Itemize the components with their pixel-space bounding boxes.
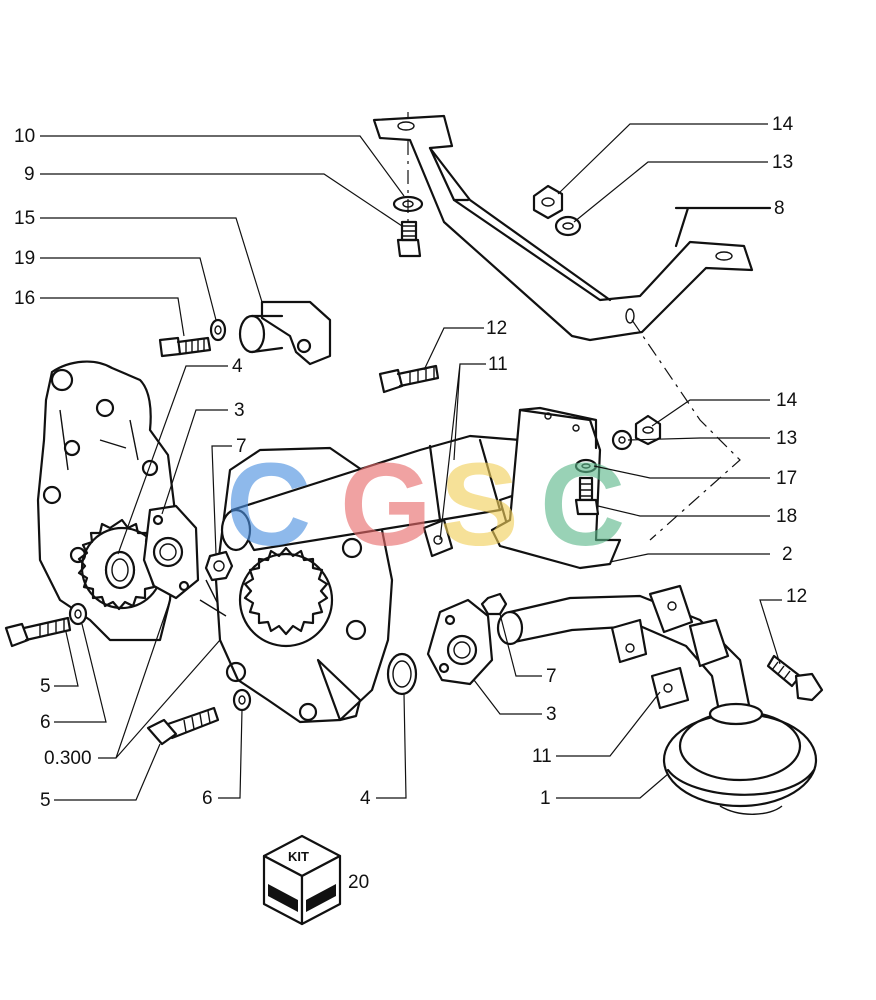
watermark-logo: C G S C (226, 439, 625, 571)
callout-3-upper: 3 (234, 400, 245, 421)
callout-7-lower: 7 (546, 666, 557, 687)
callout-18: 18 (776, 506, 797, 527)
callout-3-lower: 3 (546, 704, 557, 725)
washer-6-lower (232, 688, 252, 712)
gasket-3-lower (426, 598, 494, 686)
watermark-letter-3: S (440, 439, 519, 571)
pump-flange-2 (490, 406, 622, 570)
callout-12-upper: 12 (486, 318, 507, 339)
watermark-letter-4: C (540, 439, 625, 571)
watermark-letter-2: G (340, 439, 432, 571)
washer-6-upper (68, 602, 88, 626)
flange-fitting-15 (238, 300, 332, 366)
callout-10: 10 (14, 126, 35, 147)
bolt-18 (574, 476, 600, 516)
gasket-4-lower (386, 652, 418, 696)
bolt-16 (158, 336, 212, 358)
callout-8: 8 (774, 198, 785, 219)
nut-14-upper (532, 184, 564, 220)
kit-box-icon: KIT (262, 834, 342, 926)
kit-label: KIT (288, 849, 309, 864)
callout-13-upper: 13 (772, 152, 793, 173)
callout-19: 19 (14, 248, 35, 269)
callout-11-lower: 11 (532, 746, 552, 767)
callout-7-upper: 7 (236, 436, 247, 457)
gear-housing (36, 360, 178, 642)
callout-5-lower: 5 (40, 790, 51, 811)
callout-16: 16 (14, 288, 35, 309)
callout-9: 9 (24, 164, 35, 185)
suction-pipe-11-lower (496, 584, 752, 718)
nut-14-lower (634, 414, 662, 446)
nut-7-lower (480, 592, 508, 616)
washer-19 (209, 318, 227, 342)
callout-13-lower: 13 (776, 428, 797, 449)
callout-4-upper: 4 (232, 356, 243, 377)
callout-17: 17 (776, 468, 797, 489)
washer-17 (574, 458, 598, 474)
callout-11-upper: 11 (488, 354, 508, 375)
bolt-5-upper (4, 616, 72, 648)
callout-14-lower: 14 (776, 390, 798, 411)
bolt-9 (396, 220, 422, 258)
callout-4-lower: 4 (360, 788, 371, 809)
bolt-12-lower (766, 654, 824, 702)
callout-1: 1 (540, 788, 551, 809)
callout-15: 15 (14, 208, 35, 229)
gasket-3-left (142, 504, 200, 600)
callout-0300: 0.300 (44, 748, 92, 769)
callout-labels: 10 9 15 19 16 4 3 7 5 6 0.300 5 6 4 14 1… (14, 114, 807, 893)
nut-7-left (204, 550, 234, 582)
callout-2: 2 (782, 544, 793, 565)
oil-strainer-1 (662, 702, 818, 815)
gasket-4-left (104, 550, 136, 590)
callout-12-lower: 12 (786, 586, 807, 607)
washer-13-lower (611, 429, 633, 451)
oil-pump-body (199, 446, 394, 724)
bolt-5-lower (146, 706, 220, 746)
leader-lines (40, 123, 782, 801)
callout-6-upper: 6 (40, 712, 51, 733)
callout-6-lower: 6 (202, 788, 213, 809)
bolt-12-upper (378, 364, 440, 394)
callout-20: 20 (348, 872, 369, 893)
axis-line-bracket (631, 319, 741, 541)
callout-5-upper: 5 (40, 676, 51, 697)
watermark-letter-1: C (226, 439, 311, 571)
callout-14-upper: 14 (772, 114, 794, 135)
